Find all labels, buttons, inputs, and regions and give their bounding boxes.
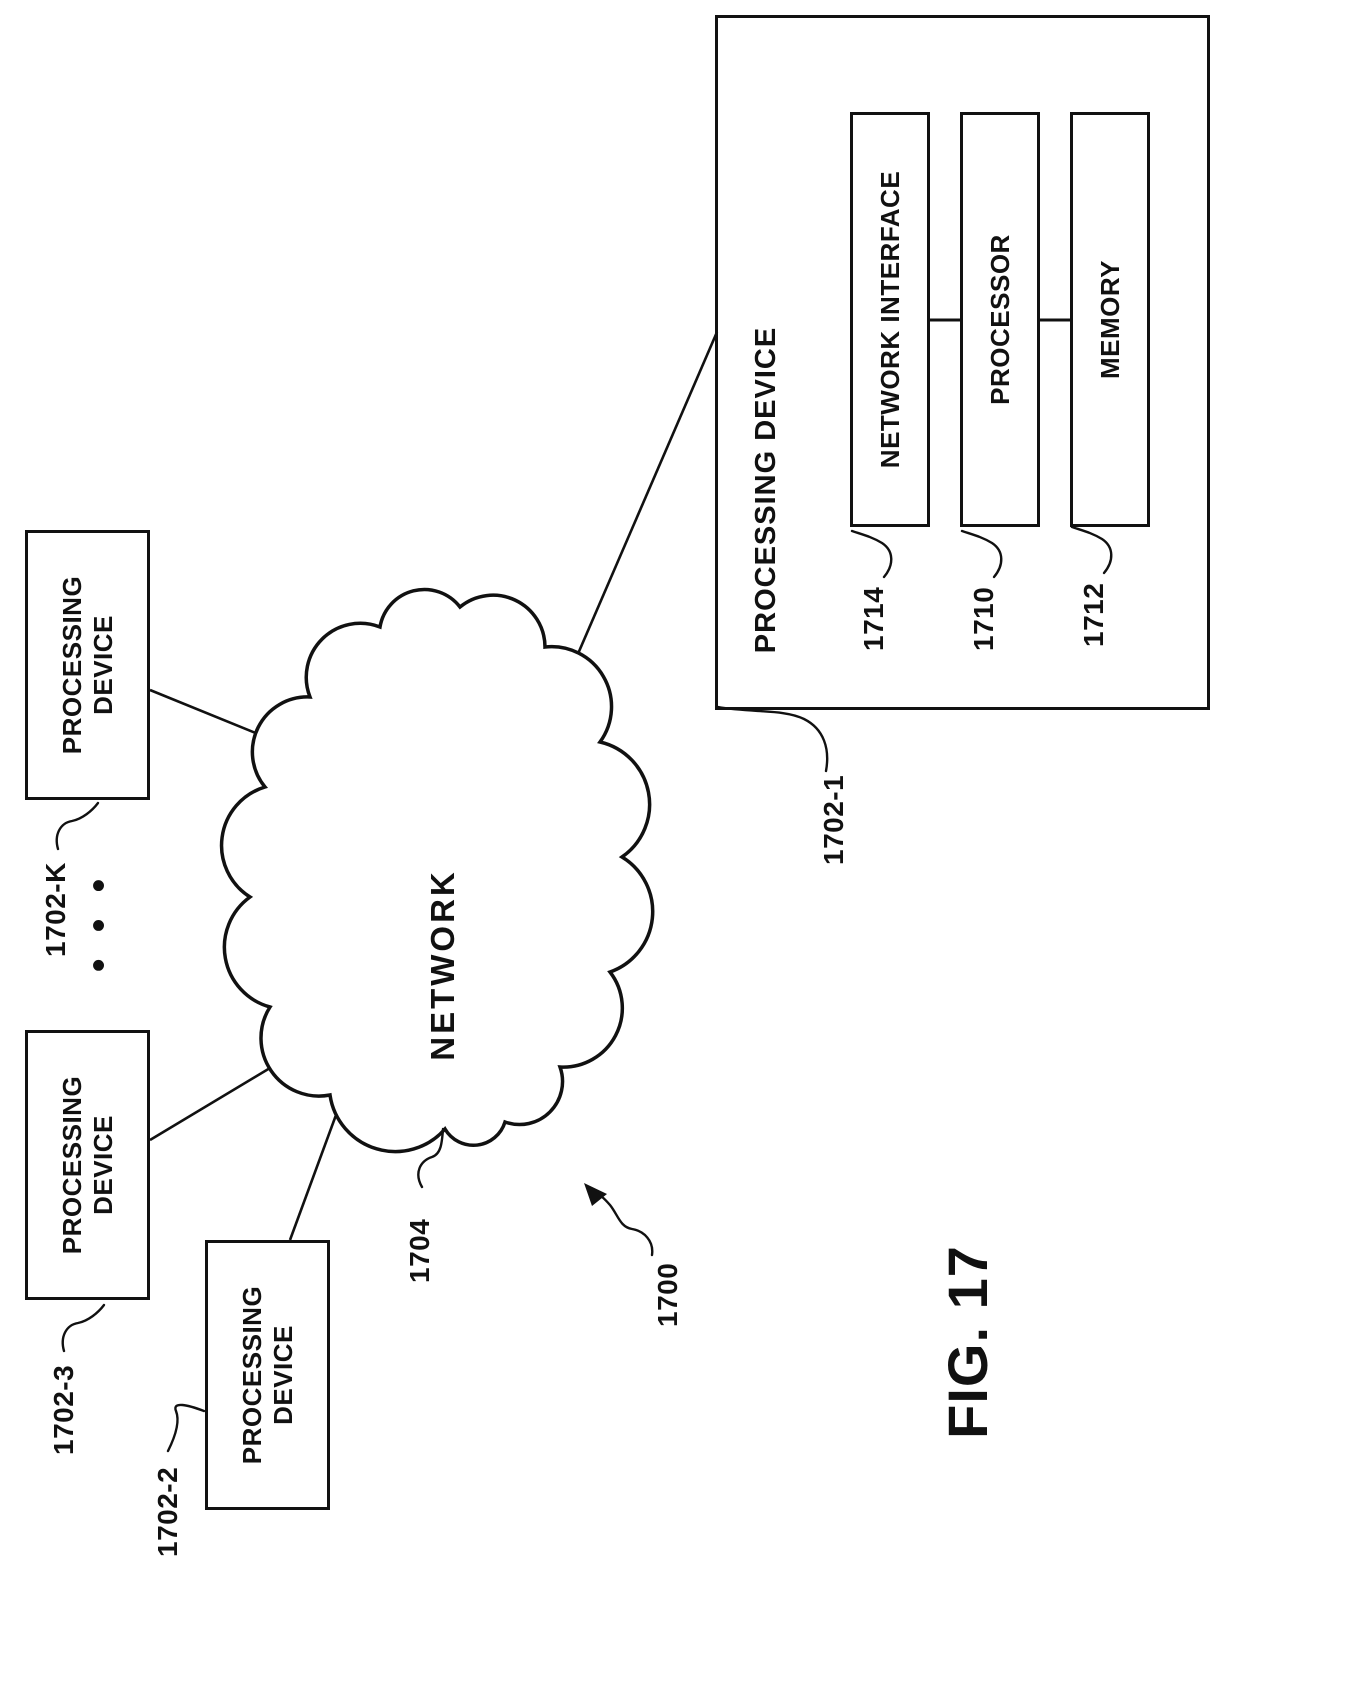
peer-device-box-1702-2: PROCESSING DEVICE [205,1240,330,1510]
ref-label-1710: 1710 [968,586,999,651]
component-box-memory: MEMORY [1070,112,1150,527]
leader-1704 [417,1127,445,1189]
system-ref-label: 1700 [652,1262,683,1327]
connector-network-to-device-1 [553,331,719,708]
leader-1702-3 [61,1303,106,1353]
component-box-network-interface: NETWORK INTERFACE [850,112,930,527]
component-box-processor: PROCESSOR [960,112,1040,527]
peer-device-box-1702-k: PROCESSING DEVICE [25,530,150,800]
leader-1700 [592,1189,654,1257]
ref-label-1714: 1714 [858,586,889,651]
component-label: PROCESSOR [984,234,1015,405]
ref-label-1702-3: 1702-3 [48,1364,79,1455]
component-label: NETWORK INTERFACE [874,170,905,469]
peer-device-label: PROCESSING DEVICE [56,1075,118,1255]
ellipsis-dots: • • • [78,870,120,972]
peer-device-box-1702-3: PROCESSING DEVICE [25,1030,150,1300]
component-label: MEMORY [1094,259,1125,380]
ref-label-1712: 1712 [1078,582,1109,647]
leader-1702-k [55,801,100,851]
leader-1710 [960,529,1003,579]
ref-label-1702-2: 1702-2 [152,1466,183,1557]
ref-label-1702-k: 1702-K [40,862,71,957]
system-arrowhead-icon [584,1183,607,1206]
figure-title: FIG. 17 [936,1245,999,1439]
network-label: NETWORK [424,869,461,1061]
leader-1702-1 [716,705,829,773]
leader-1712 [1070,525,1113,575]
ref-label-1704: 1704 [404,1218,435,1283]
network-cloud-icon [219,587,655,1154]
peer-device-label: PROCESSING DEVICE [236,1285,298,1465]
detail-device-title: PROCESSING DEVICE [750,326,782,654]
ref-label-1702-1: 1702-1 [818,774,849,865]
leader-1702-2 [166,1403,206,1453]
leader-1714 [850,529,893,579]
peer-device-label: PROCESSING DEVICE [56,575,118,755]
